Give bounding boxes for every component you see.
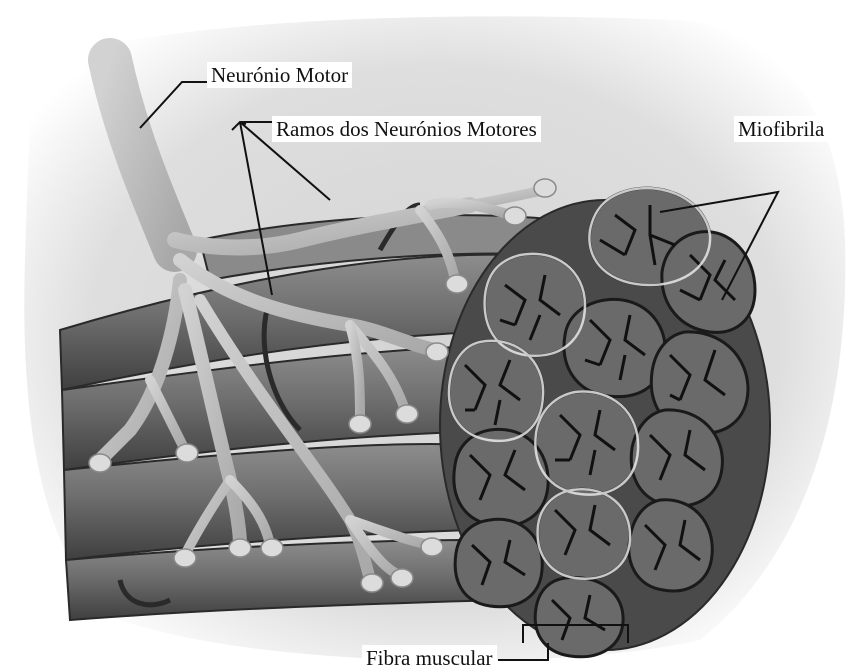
label-neuron-branches: Ramos dos Neurónios Motores [272,116,541,142]
label-muscle-fiber: Fibra muscular [362,645,497,671]
label-motor-neuron: Neurónio Motor [207,62,352,88]
label-myofibril: Miofibrila [734,116,828,142]
